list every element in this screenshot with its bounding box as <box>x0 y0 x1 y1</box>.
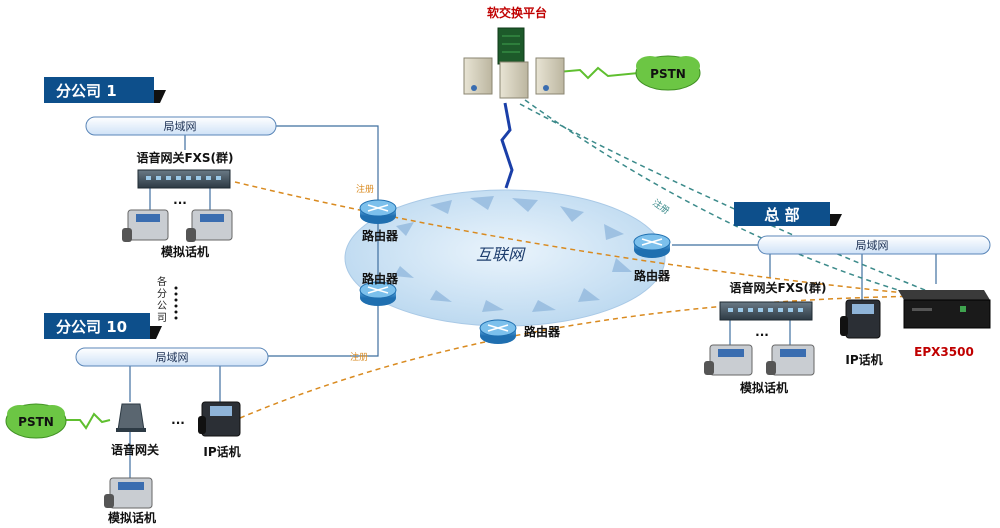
hq-ip-phone-label: IP话机 <box>845 352 882 367</box>
register-curves <box>234 99 936 419</box>
branch1-gateway-label: 语音网关FXS(群) <box>136 150 233 165</box>
router-1-label: 路由器 <box>362 228 399 243</box>
branch1-gateway-ports <box>146 176 221 180</box>
branch1-lan-label: 局域网 <box>164 120 197 133</box>
branch10-lan <box>75 347 269 367</box>
branch10-gateway-label: 语音网关 <box>111 442 159 457</box>
branch-middle: 各分公司 <box>155 275 178 324</box>
branch10-ip-phone-label: IP话机 <box>203 444 240 459</box>
branch1-lan <box>85 116 277 136</box>
hq-phones-label: 模拟话机 <box>740 380 788 395</box>
pstn-top-cloud: PSTN <box>635 55 701 91</box>
branch1-gateway <box>137 169 231 189</box>
router-3: 路由器 <box>479 319 561 344</box>
pstn-top-link <box>557 66 639 80</box>
branch10-header: 分公司 10 <box>56 318 127 336</box>
internet-cloud: 互联网 <box>344 189 666 327</box>
hq-header-bg <box>734 202 830 226</box>
hq-gateway-label: 语音网关FXS(群) <box>729 280 826 295</box>
branch1-ellipsis: ... <box>173 193 187 207</box>
hq-phone-2 <box>766 344 815 376</box>
cloud-arrows <box>394 196 632 312</box>
hq-register-label: 注册 <box>650 197 672 217</box>
branch10-header-bg <box>44 313 150 339</box>
branch10-gateway <box>116 403 146 432</box>
branch1-header: 分公司 1 <box>56 82 117 100</box>
branch1-phone-1 <box>122 209 169 242</box>
router-3-label: 路由器 <box>524 324 561 339</box>
pstn-left-label: PSTN <box>18 415 54 429</box>
router-2-label: 路由器 <box>362 271 399 286</box>
pstn-left-cloud: PSTN <box>5 403 67 439</box>
hq-gateway-ports <box>728 308 803 312</box>
internet-label: 互联网 <box>476 245 526 264</box>
hq-header: 总 部 <box>764 206 799 224</box>
branch10-lan-label: 局域网 <box>156 351 189 364</box>
links <box>129 125 937 478</box>
softswitch-title: 软交换平台 <box>487 5 547 20</box>
branch1-phones-label: 模拟话机 <box>161 244 209 259</box>
hq-gateway <box>719 301 813 321</box>
hq-ip-phone <box>840 299 881 339</box>
epx3500-device <box>898 290 991 329</box>
branch-middle-text: 各分公司 <box>155 275 167 324</box>
hq-phone-1 <box>704 344 753 376</box>
branch10-phones-label: 模拟话机 <box>108 510 156 525</box>
router-1: 路由器 <box>359 199 399 243</box>
branch1-phone-2 <box>186 209 233 242</box>
epx3500-label: EPX3500 <box>914 345 974 359</box>
pstn-top-label: PSTN <box>650 67 686 81</box>
hq-lan <box>757 235 991 255</box>
router-hq: 路由器 <box>633 233 671 283</box>
router-2: 路由器 <box>359 271 399 306</box>
branch-middle-dots <box>174 286 178 320</box>
hq-lan-label: 局域网 <box>856 239 889 252</box>
branch10-ip-phone <box>198 401 241 437</box>
hq-ellipsis: ... <box>755 325 769 339</box>
branch1-register-label: 注册 <box>356 183 374 195</box>
branch1: 分公司 1 局域网 语音网关FXS(群) ... 模拟话机 注册 <box>44 77 374 259</box>
wan-bolt <box>500 102 514 189</box>
branch10-analog-phone <box>104 477 153 509</box>
branch10-ellipsis: ... <box>171 413 185 427</box>
hq: 总 部 局域网 语音网关FXS(群) ... 模拟话机 I <box>650 197 991 395</box>
branch10-register-label: 注册 <box>350 351 368 363</box>
branch1-header-bg <box>44 77 154 103</box>
pstn-left-link <box>66 412 111 430</box>
softswitch-servers <box>463 27 565 99</box>
branch10: 分公司 10 局域网 语音网关 ... IP话机 模拟话机 注册 <box>44 313 368 525</box>
router-hq-label: 路由器 <box>634 268 671 283</box>
